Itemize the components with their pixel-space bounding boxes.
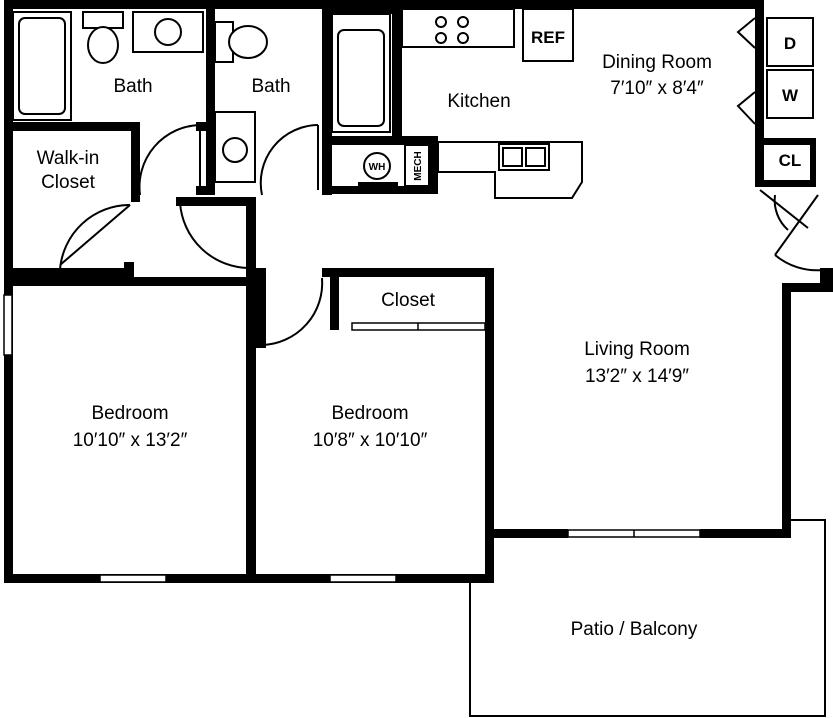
windows <box>3 294 701 583</box>
water-heater-label: WH <box>369 162 386 173</box>
refrigerator-label: REF <box>531 28 565 47</box>
living-room-size: 13′2″ x 14′9″ <box>585 366 689 387</box>
refrigerator-icon <box>522 8 574 62</box>
living-room-label: Living Room <box>584 339 690 360</box>
dryer-label: D <box>784 34 796 53</box>
door-swings <box>59 17 824 346</box>
bedroom-left-size: 10′10″ x 13′2″ <box>73 430 188 451</box>
room-labels: Bath Bath Kitchen Dining Room 7′10″ x 8′… <box>37 52 712 640</box>
dining-room-size: 7′10″ x 8′4″ <box>610 78 704 99</box>
coat-closet-label: CL <box>779 151 802 170</box>
mech-box <box>404 144 430 187</box>
bath-right-fixtures <box>214 13 391 183</box>
patio-label: Patio / Balcony <box>571 619 698 640</box>
bedroom-right-label: Bedroom <box>331 403 408 424</box>
interior-walls <box>4 0 816 582</box>
toilet-right-icon <box>228 25 268 59</box>
walkin-closet-label-2: Closet <box>41 172 96 193</box>
stove-icon <box>435 16 469 44</box>
sink-right-icon <box>214 111 256 183</box>
laundry-fixtures: D W CL <box>766 17 814 170</box>
walkin-closet-label-1: Walk-in <box>37 148 100 169</box>
dining-room-label: Dining Room <box>602 52 712 73</box>
bedroom-left-label: Bedroom <box>91 403 168 424</box>
kitchen-label: Kitchen <box>447 91 510 112</box>
mech-label: MECH <box>413 151 424 180</box>
bath-left-label: Bath <box>113 76 152 97</box>
closet-label: Closet <box>381 290 436 311</box>
kitchen-fixtures: REF WH MECH <box>358 8 583 199</box>
bath-left-fixtures <box>12 11 204 121</box>
bathtub-right-icon <box>331 13 391 133</box>
dryer-icon <box>766 17 814 67</box>
toilet-tank-icon <box>82 11 124 29</box>
bath-right-label: Bath <box>251 76 290 97</box>
water-heater-icon <box>363 152 391 180</box>
bathtub-left-icon <box>12 11 72 121</box>
closet-doors <box>351 322 486 331</box>
washer-label: W <box>782 86 799 105</box>
toilet-left-icon <box>87 26 119 64</box>
washer-icon <box>766 69 814 119</box>
bedroom-right-size: 10′8″ x 10′10″ <box>313 430 428 451</box>
patio-outline <box>469 519 826 717</box>
